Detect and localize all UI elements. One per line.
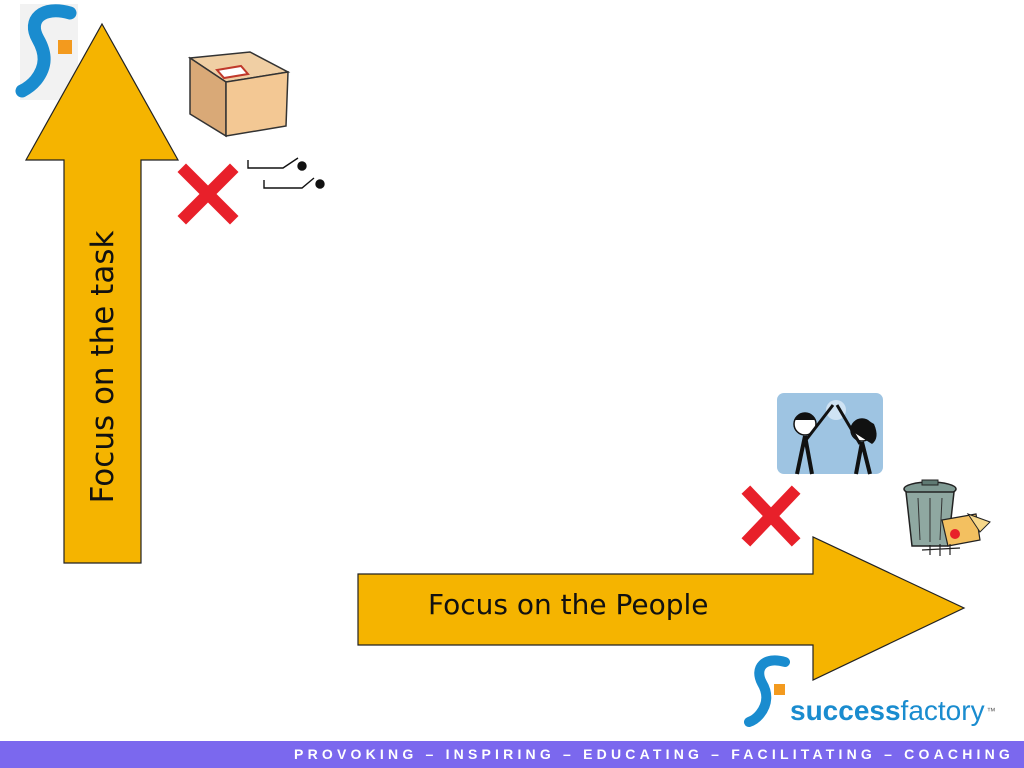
switch-icon: [247, 157, 325, 189]
trash-can-icon: [903, 479, 991, 556]
people-focus-label: Focus on the People: [428, 588, 709, 621]
task-focus-label: Focus on the task: [85, 230, 121, 504]
brand-name-bold: success: [790, 695, 901, 726]
trademark-symbol: ™: [986, 706, 996, 716]
people-arrow: [357, 536, 966, 681]
high-five-people-icon: [777, 393, 883, 475]
cross-icon: [177, 163, 239, 225]
task-arrow: [24, 22, 180, 564]
footer-tagline: PROVOKING – INSPIRING – EDUCATING – FACI…: [294, 746, 1014, 762]
footer-bar: PROVOKING – INSPIRING – EDUCATING – FACI…: [0, 741, 1024, 768]
brand-name-light: factory: [900, 695, 985, 726]
cardboard-box-icon: [187, 51, 291, 138]
cross-icon: [741, 485, 801, 547]
logo-mark-icon: [744, 655, 790, 727]
logo-mark-icon: [15, 4, 78, 100]
